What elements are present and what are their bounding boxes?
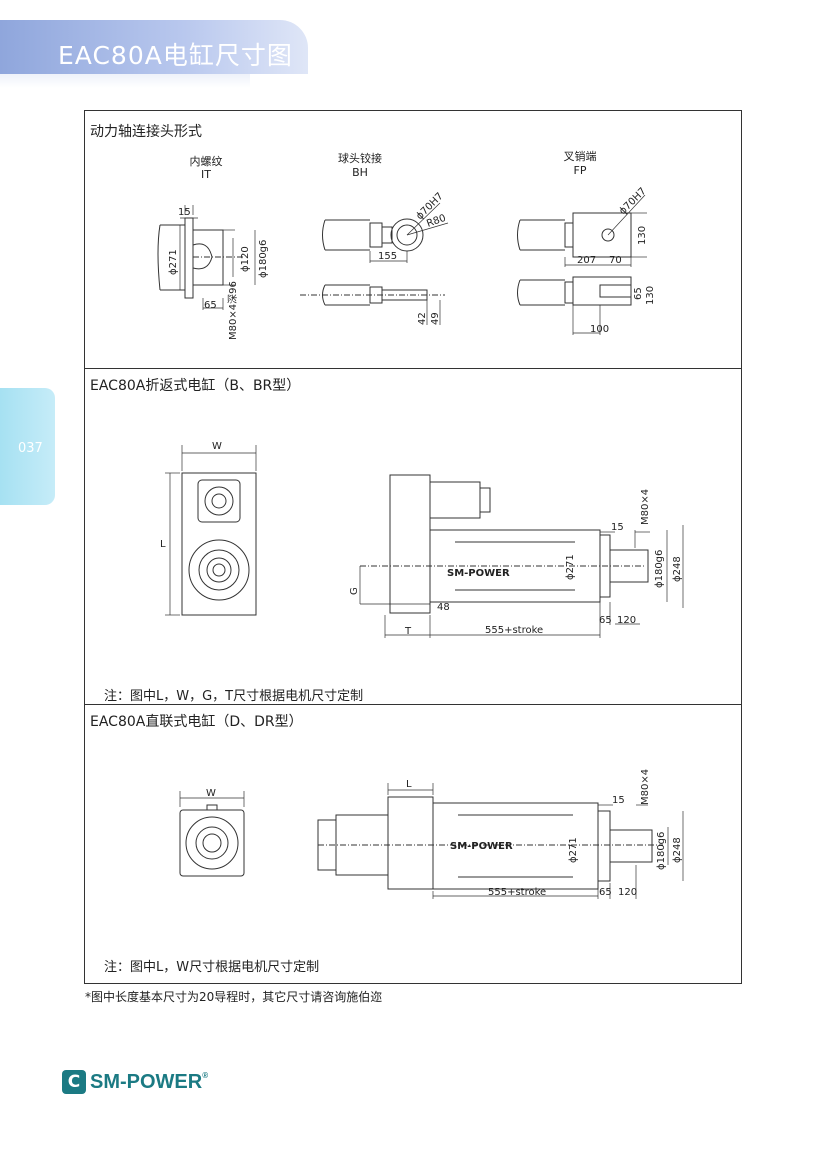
folded-dim-w: W xyxy=(212,441,222,452)
bh-dim-49: 49 xyxy=(430,312,441,325)
folded-dim-120: 120 xyxy=(617,615,636,626)
fp-dim-70h7: ϕ70H7 xyxy=(617,186,648,217)
it-dim-15: 15 xyxy=(178,207,191,218)
page-number: 037 xyxy=(18,441,43,456)
folded-dim-48: 48 xyxy=(437,602,450,613)
section2-note: 注：图中L，W，G，T尺寸根据电机尺寸定制 xyxy=(104,689,364,704)
inline-dim-stroke: 555+stroke xyxy=(488,887,546,898)
fp-dim-65: 65 xyxy=(633,287,644,300)
brand-name: SM-POWER® xyxy=(90,1071,208,1094)
bh-dim-155: 155 xyxy=(378,251,397,262)
section2-title: EAC80A折返式电缸（B、BR型） xyxy=(90,378,301,394)
inline-front-view: W xyxy=(179,788,245,877)
inline-dim-15: 15 xyxy=(612,795,625,806)
page-tab xyxy=(0,388,55,505)
section-divider-2 xyxy=(84,704,742,705)
folded-dim-271: ϕ271 xyxy=(565,554,576,580)
type-it-code: IT xyxy=(201,168,211,181)
type-fp-name: 叉销端 xyxy=(563,150,597,163)
inline-dim-271: ϕ271 xyxy=(568,837,579,863)
header-tab xyxy=(0,20,308,74)
it-dim-m80: M80×4深96 xyxy=(227,281,239,340)
type-bh-name: 球头铰接 xyxy=(338,152,382,165)
folded-dim-t: T xyxy=(404,626,412,637)
fp-dim-207: 207 xyxy=(577,255,596,266)
section1-title: 动力轴连接头形式 xyxy=(90,124,202,140)
inline-dim-65: 65 xyxy=(599,887,612,898)
folded-dim-stroke: 555+stroke xyxy=(485,625,543,636)
folded-dim-15: 15 xyxy=(611,522,624,533)
it-dim-271: ϕ271 xyxy=(168,249,179,275)
it-dim-65: 65 xyxy=(204,300,217,311)
brand-reg-mark: ® xyxy=(202,1070,209,1080)
fp-dim-130b: 130 xyxy=(645,286,656,305)
folded-dim-m80: M80×4 xyxy=(640,489,651,525)
type-it-name: 内螺纹 xyxy=(189,155,223,168)
it-connector-drawing: 15 ϕ271 ϕ120 ϕ180g6 65 M80×4深96 xyxy=(157,205,269,340)
folded-logo: SM-POWER xyxy=(447,568,510,579)
folded-dim-g: G xyxy=(349,587,360,595)
folded-dim-65: 65 xyxy=(599,615,612,626)
fp-dim-100: 100 xyxy=(590,324,609,335)
fp-connector-drawing: ϕ70H7 130 207 70 65 130 100 xyxy=(517,186,656,335)
inline-logo: SM-POWER xyxy=(450,841,513,852)
inline-dim-m80: M80×4 xyxy=(640,769,651,805)
inline-dim-120: 120 xyxy=(618,887,637,898)
type-bh-code: BH xyxy=(352,166,368,179)
section3-title: EAC80A直联式电缸（D、DR型） xyxy=(90,714,303,730)
fp-dim-70: 70 xyxy=(609,255,622,266)
folded-side-view: SM-POWER G T M80×4 15 ϕ271 ϕ180g6 ϕ248 4… xyxy=(349,474,684,638)
type-fp-code: FP xyxy=(573,164,587,177)
footnote: *图中长度基本尺寸为20导程时，其它尺寸请咨询施伯迩 xyxy=(85,990,383,1004)
bh-dim-42: 42 xyxy=(417,312,428,325)
it-dim-120: ϕ120 xyxy=(240,246,251,272)
fp-dim-130a: 130 xyxy=(637,226,648,245)
drawing-frame xyxy=(84,110,742,984)
brand-logo: C SM-POWER® xyxy=(62,1068,208,1096)
inline-dim-180g6: ϕ180g6 xyxy=(656,832,667,870)
inline-dim-l: L xyxy=(406,779,412,790)
folded-dim-248: ϕ248 xyxy=(672,556,683,582)
header-shadow xyxy=(0,74,250,88)
brand-mark-icon: C xyxy=(62,1070,86,1094)
inline-dim-248: ϕ248 xyxy=(672,837,683,863)
section3-note: 注：图中L，W尺寸根据电机尺寸定制 xyxy=(104,960,320,975)
folded-dim-180g6: ϕ180g6 xyxy=(654,550,665,588)
it-dim-180g6: ϕ180g6 xyxy=(258,240,269,278)
section-divider-1 xyxy=(84,368,742,369)
bh-connector-drawing: ϕ70H7 R80 155 42 49 xyxy=(300,191,449,325)
folded-front-view: W L xyxy=(160,441,257,616)
folded-dim-l: L xyxy=(160,539,166,550)
inline-side-view: L SM-POWER M80×4 15 ϕ271 ϕ180g6 ϕ248 555… xyxy=(317,769,684,899)
brand-name-text: SM-POWER xyxy=(90,1070,203,1093)
page-title: EAC80A电缸尺寸图 xyxy=(58,41,293,70)
inline-dim-w: W xyxy=(206,788,216,799)
